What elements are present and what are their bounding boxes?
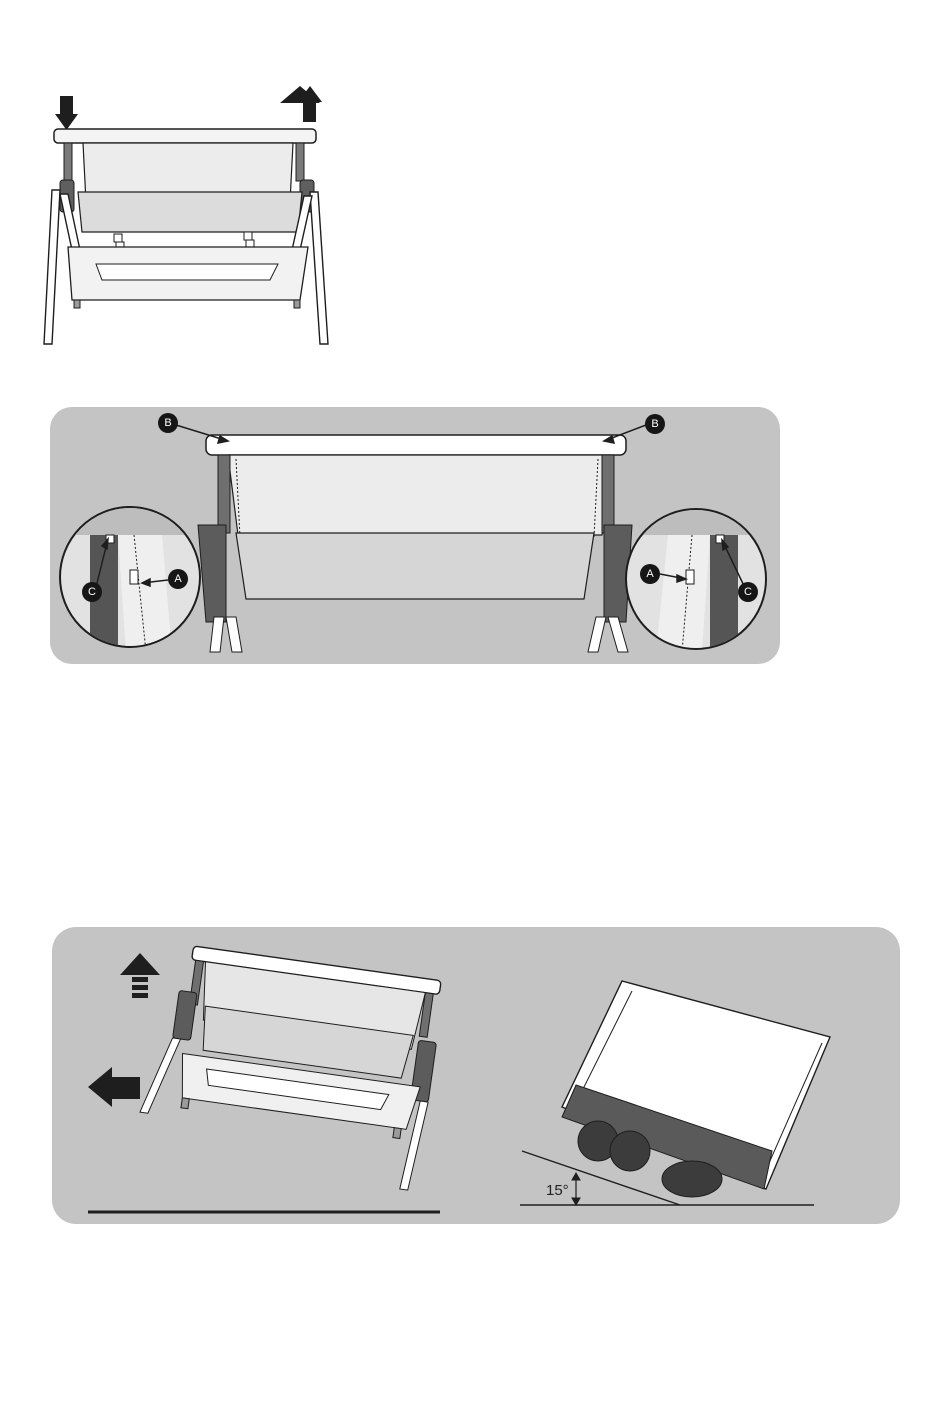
callout-a-left: A xyxy=(168,569,188,589)
tilt-adjustment-illustration: 15° xyxy=(52,927,900,1224)
callout-c-left: C xyxy=(82,582,102,602)
mesh-panel xyxy=(228,455,612,535)
zipper-detail-figure: B B A C A C xyxy=(50,407,780,664)
svg-text:B: B xyxy=(164,417,171,429)
zipper-detail-illustration: B B A C A C xyxy=(50,407,780,664)
buckle-right xyxy=(244,232,254,248)
top-rail xyxy=(54,129,316,143)
bassinet-front-view-illustration xyxy=(38,82,328,350)
right-post xyxy=(602,455,614,533)
svg-text:A: A xyxy=(174,573,182,585)
callout-c-right: C xyxy=(738,582,758,602)
svg-text:A: A xyxy=(646,568,654,580)
down-arrow-icon xyxy=(55,96,78,130)
tray-inset xyxy=(96,264,278,280)
top-rail xyxy=(206,435,626,455)
left-caster xyxy=(74,300,80,308)
up-arrow-icon xyxy=(280,86,322,122)
tilt-adjustment-figure: 15° xyxy=(52,927,900,1224)
bassinet-front-view-figure xyxy=(38,82,328,350)
angle-label: 15° xyxy=(546,1182,569,1199)
front-fabric-panel xyxy=(236,533,594,599)
right-post xyxy=(296,143,304,181)
front-fabric-panel xyxy=(78,192,302,232)
callout-b-top-left: B xyxy=(158,413,178,433)
callout-b-top-right: B xyxy=(645,414,665,434)
svg-text:B: B xyxy=(651,418,658,430)
svg-text:C: C xyxy=(88,586,96,598)
left-post xyxy=(218,455,230,533)
left-post xyxy=(64,143,72,181)
callout-a-right: A xyxy=(640,564,660,584)
svg-text:C: C xyxy=(744,586,752,598)
right-caster xyxy=(294,300,300,308)
